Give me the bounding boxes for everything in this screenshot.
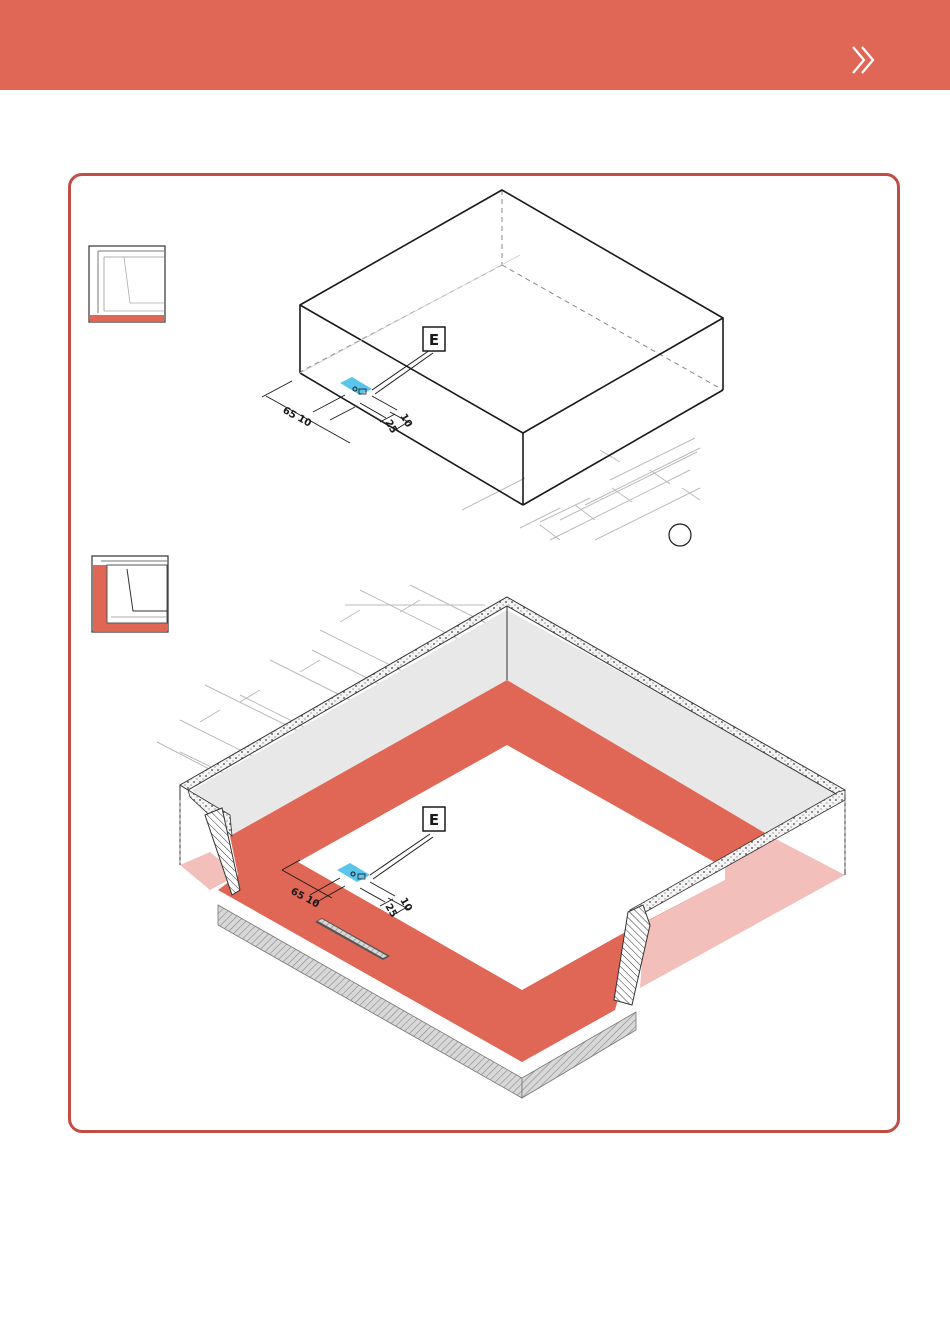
- detail-circle-icon: [669, 524, 691, 546]
- dimension-right-outer: 25: [382, 418, 399, 436]
- callout-label-2: E: [429, 811, 439, 829]
- floor-membrane-diagram: E 65 10 25 10: [157, 585, 845, 1098]
- dimension-left-outer: 65: [281, 405, 299, 422]
- callout-label: E: [429, 331, 439, 349]
- room-box-diagram: E 65 10 25 10: [262, 190, 723, 546]
- dimension-left-inner: 10: [296, 413, 314, 430]
